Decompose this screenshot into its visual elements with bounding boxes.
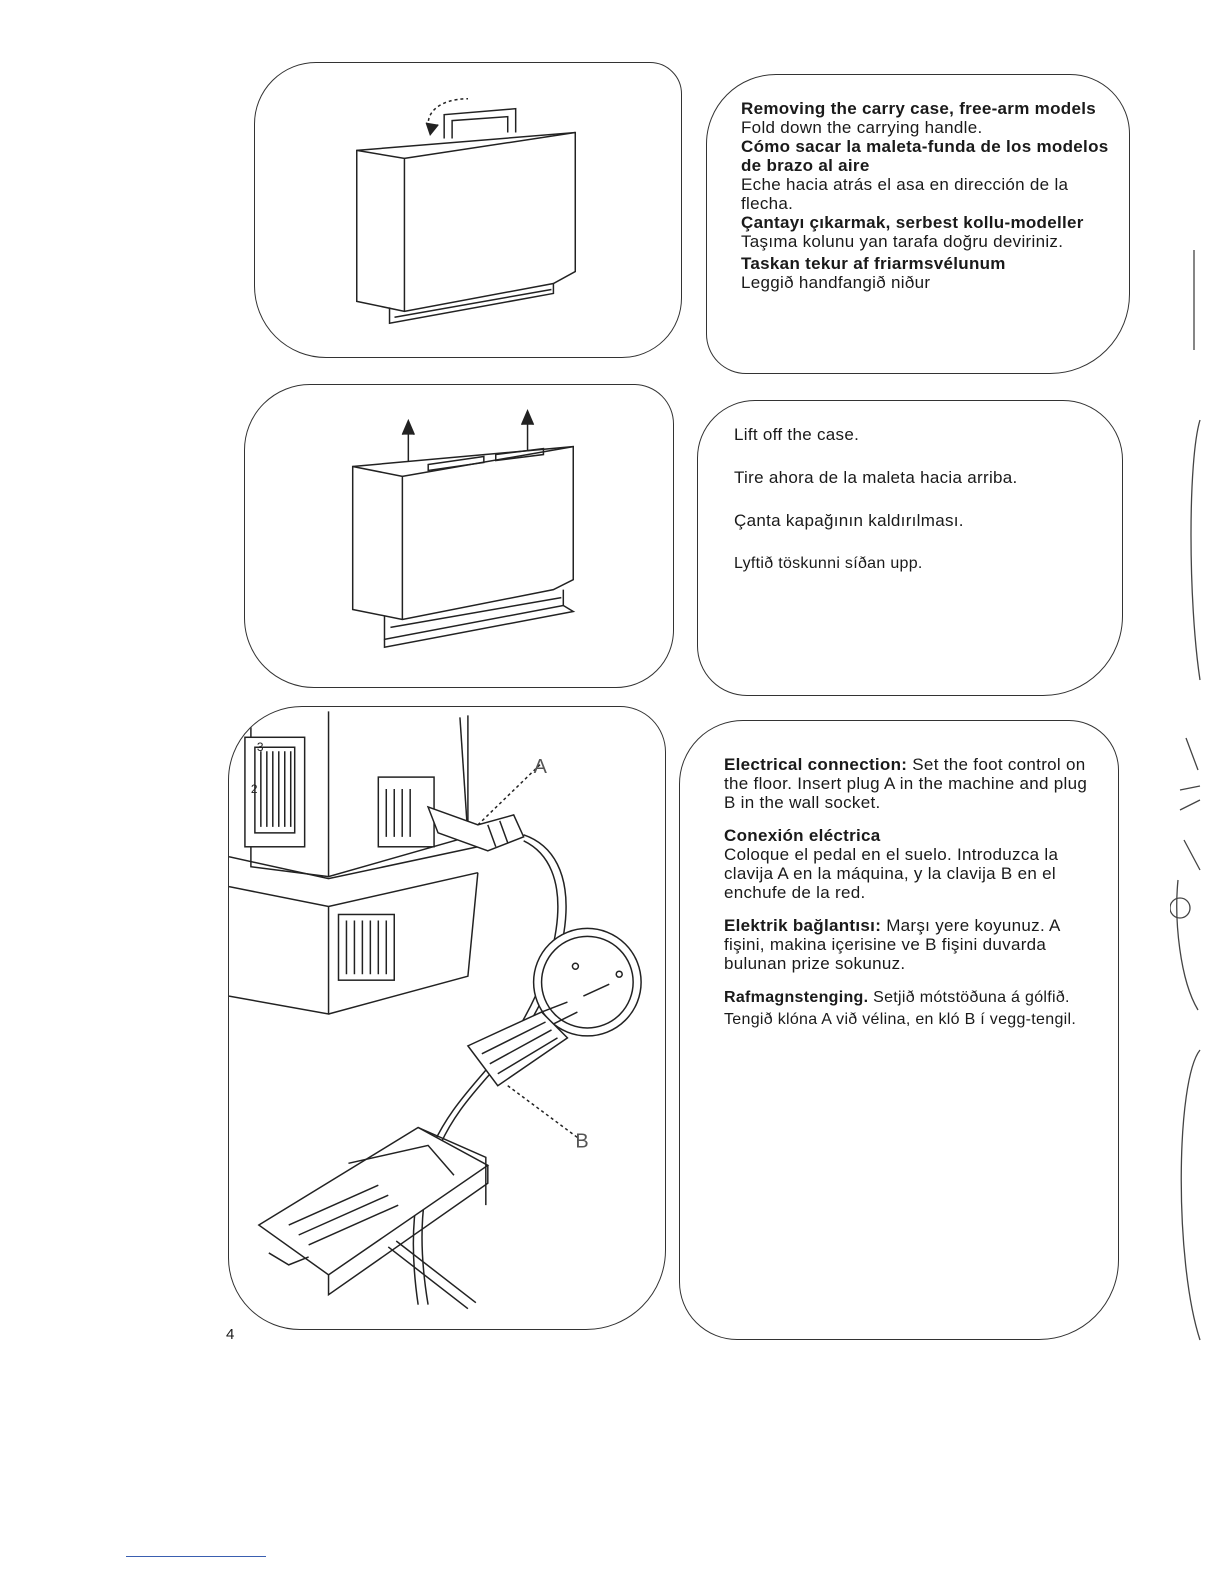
heading-en-electrical: Electrical connection: [724,755,908,774]
heading-is-remove-case: Taskan tekur af friarmsvélunum [741,254,1006,273]
paragraph-tr-electrical: Elektrik bağlantısı: Marşı yere koyunuz.… [724,916,1088,973]
paragraph-is-electrical: Rafmagnstenging. Setjið mótstöðuna á gól… [724,987,1088,1031]
label-plug-a: A [534,756,548,778]
body-en-fold-handle: Fold down the carrying handle. [741,118,983,137]
edge-bleed-marks [1170,250,1201,1341]
lift-case-illustration [351,408,576,649]
illustration-panel-electrical-connection: A B 3 2 [228,706,666,1330]
line-en-lift-case: Lift off the case. [734,425,860,444]
text-panel-remove-carry-case: Removing the carry case, free-arm models… [706,74,1130,374]
illustration-panel-lift-case [244,384,674,688]
page-number: 4 [226,1326,235,1343]
heading-is-electrical: Rafmagnstenging. [724,989,869,1006]
heading-tr-remove-case: Çantayı çıkarmak, serbest kollu-modeller [741,213,1084,232]
line-es-lift-case: Tire ahora de la maleta hacia arriba. [734,468,1018,487]
footer-rule [126,1556,266,1557]
text-panel-lift-case: Lift off the case. Tire ahora de la male… [697,400,1123,696]
body-is-electrical: Setjið mótstöðuna á gólfið. Tengið klóna… [724,989,1077,1028]
text-panel-electrical-connection: Electrical connection: Set the foot cont… [679,720,1119,1340]
label-plug-b: B [575,1130,588,1152]
body-tr-fold-handle: Taşıma kolunu yan tarafa doğru deviriniz… [741,232,1064,251]
body-en-electrical: Set the foot control on the floor. Inser… [724,755,1088,812]
heading-es-electrical: Conexión eléctrica [724,826,881,845]
carry-case-handle-illustration [356,98,577,325]
paragraph-en-electrical: Electrical connection: Set the foot cont… [724,755,1088,812]
illustration-panel-carry-handle [254,62,682,358]
dial-number-2: 2 [251,782,258,796]
line-tr-lift-case: Çanta kapağının kaldırılması. [734,511,964,530]
body-es-electrical: Coloque el pedal en el suelo. Introduzca… [724,845,1059,902]
heading-es-remove-case: Cómo sacar la maleta-funda de los modelo… [741,137,1109,175]
line-is-lift-case: Lyftið töskunni síðan upp. [734,555,923,572]
body-es-fold-handle: Eche hacia atrás el asa en dirección de … [741,175,1069,213]
heading-en-remove-case: Removing the carry case, free-arm models [741,99,1096,118]
dial-number-3: 3 [257,740,264,754]
heading-tr-electrical: Elektrik bağlantısı: [724,916,882,935]
electrical-connection-illustration: A B 3 2 [229,711,642,1310]
body-is-fold-handle: Leggið handfangið niður [741,273,931,292]
body-tr-electrical: Marşı yere koyunuz. A fişini, makina içe… [724,916,1060,973]
